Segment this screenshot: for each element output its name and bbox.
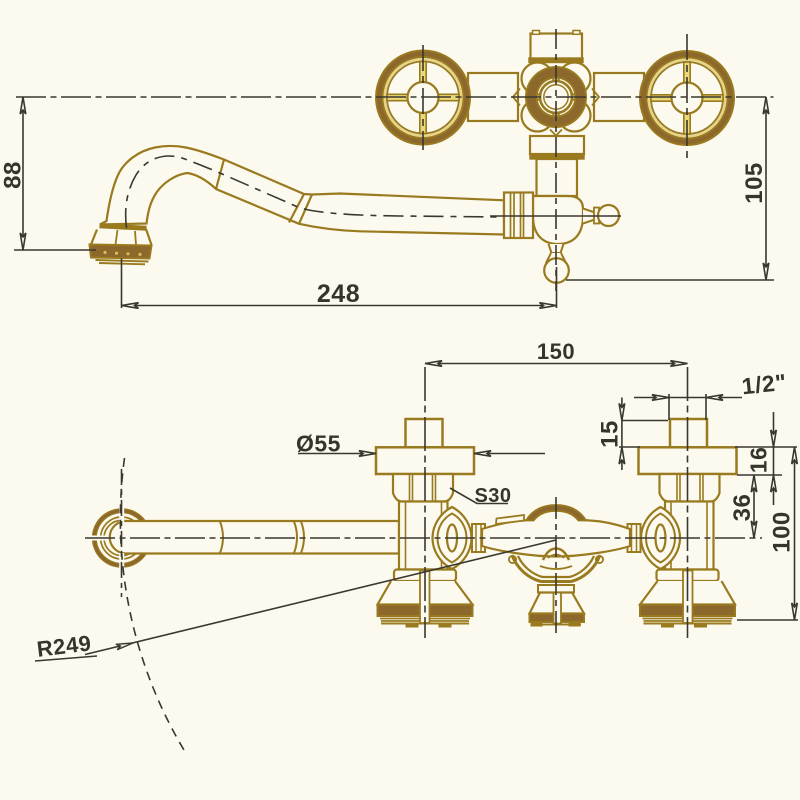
svg-text:1/2": 1/2" xyxy=(740,369,787,400)
svg-text:150: 150 xyxy=(537,339,575,364)
svg-text:105: 105 xyxy=(741,162,768,204)
svg-text:Ø55: Ø55 xyxy=(296,431,341,457)
svg-text:16: 16 xyxy=(746,447,772,474)
svg-text:15: 15 xyxy=(597,420,624,448)
svg-text:S30: S30 xyxy=(474,485,511,507)
svg-text:88: 88 xyxy=(0,161,27,189)
svg-text:100: 100 xyxy=(769,511,796,553)
svg-text:36: 36 xyxy=(729,494,756,522)
svg-text:248: 248 xyxy=(317,280,360,308)
